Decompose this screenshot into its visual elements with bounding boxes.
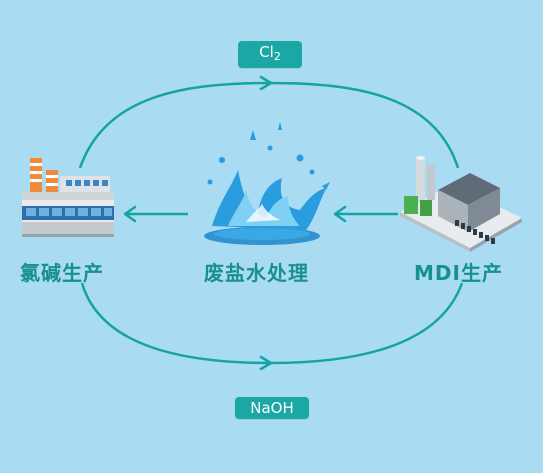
naoh-flow-tag: NaOH <box>235 397 309 419</box>
bottom-flow-arc <box>80 282 464 365</box>
top-flow-chevron <box>259 75 273 91</box>
water-splash-icon <box>204 122 330 245</box>
cl2-tag-subscript: 2 <box>273 50 281 63</box>
cl2-flow-tag: Cl2 <box>238 41 302 68</box>
arrow-treatment-to-factory-head <box>123 205 137 223</box>
chlor-alkali-label: 氯碱生产 <box>20 261 104 285</box>
chlor-alkali-factory-icon <box>22 158 114 237</box>
bottom-flow-chevron <box>259 355 273 371</box>
mdi-plant-icon <box>400 156 522 252</box>
brine-treatment-label: 废盐水处理 <box>204 261 309 285</box>
top-flow-arc <box>78 81 460 169</box>
mdi-production-label: MDI生产 <box>414 261 503 285</box>
cl2-tag-text: Cl <box>259 43 274 61</box>
naoh-tag-text: NaOH <box>250 399 294 417</box>
arrow-plant-to-treatment-head <box>333 205 347 223</box>
